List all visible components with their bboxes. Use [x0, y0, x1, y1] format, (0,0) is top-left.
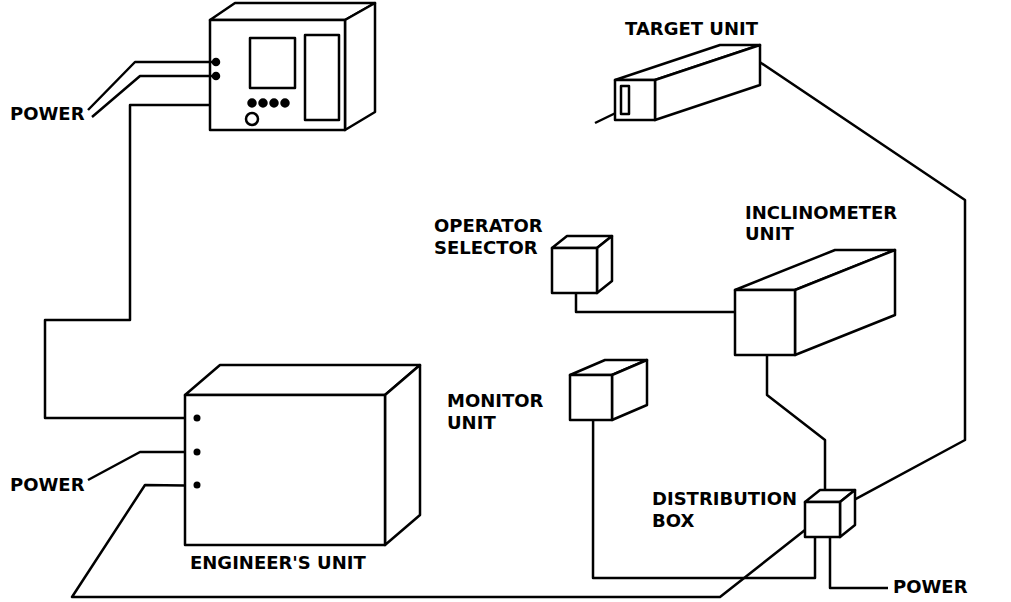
- unit-box: MONITOR UNIT: [570, 360, 647, 420]
- unit-box: DISTRIBUTION BOX: [805, 490, 855, 537]
- box-face: [185, 365, 420, 395]
- box-face: [795, 250, 895, 355]
- unit-label: OPERATOR SELECTOR: [434, 215, 544, 258]
- power-wire: [92, 76, 212, 117]
- box-outline: [805, 490, 855, 537]
- box-face: [805, 502, 840, 537]
- cable-connector: [576, 293, 735, 312]
- power-wire: [88, 62, 212, 110]
- cable-connector: [72, 485, 805, 597]
- instrument-drawing: [210, 3, 375, 130]
- unit-box: ENGINEER'S UNIT: [185, 365, 420, 545]
- box-face: [552, 248, 597, 293]
- power-label: POWER: [10, 103, 85, 125]
- instrument-cable: [45, 105, 210, 418]
- power-wire: [830, 537, 888, 588]
- box-face: [570, 375, 612, 420]
- power-wire: [88, 452, 193, 480]
- box-face: [597, 236, 612, 293]
- unit-box: INCLINOMETER UNIT: [735, 250, 895, 355]
- unit-label: ENGINEER'S UNIT: [190, 552, 367, 574]
- unit-box: TARGET UNIT: [615, 45, 760, 120]
- box-face: [735, 290, 795, 355]
- box-face: [612, 360, 647, 420]
- unit-box: OPERATOR SELECTOR: [552, 236, 612, 293]
- box-face: [185, 395, 385, 545]
- unit-label: TARGET UNIT: [625, 18, 759, 40]
- power-label: POWER: [10, 474, 85, 496]
- box-face: [621, 86, 629, 114]
- box-face: [655, 45, 760, 120]
- box-outline: [570, 360, 647, 420]
- cable-connector: [593, 420, 815, 578]
- unit-label: INCLINOMETER UNIT: [745, 202, 899, 245]
- box-face: [385, 365, 420, 545]
- box-outline: [735, 250, 895, 355]
- box-face: [840, 490, 855, 537]
- box-face: [615, 80, 655, 120]
- unit-label: DISTRIBUTION BOX: [652, 488, 799, 531]
- box-outline: [615, 45, 760, 120]
- power-label: POWER: [893, 576, 968, 598]
- box-outline: [185, 365, 420, 545]
- box-outline: [552, 236, 612, 293]
- unit-label: MONITOR UNIT: [447, 390, 545, 433]
- cable-connector: [767, 355, 825, 490]
